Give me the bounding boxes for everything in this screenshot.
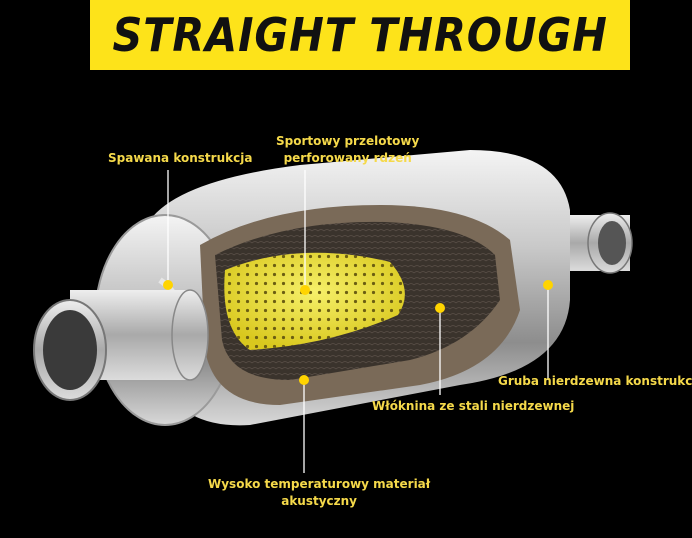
callout-core-line2: perforowany rdzeń xyxy=(283,151,412,165)
perforated-core xyxy=(224,252,405,350)
marker-welded xyxy=(163,280,173,290)
callout-wool: Włóknina ze stali nierdzewnej xyxy=(372,399,575,413)
callout-core: Sportowy przelotowy perforowany rdzeń xyxy=(276,133,419,167)
title-banner: STRAIGHT THROUGH xyxy=(90,0,630,70)
inlet-pipe xyxy=(33,289,209,401)
callout-acoustic: Wysoko temperaturowy materiał akustyczny xyxy=(208,476,430,510)
marker-wool xyxy=(435,303,445,313)
leader-lines xyxy=(167,170,549,473)
callout-core-line1: Sportowy przelotowy xyxy=(276,134,420,148)
banner-title: STRAIGHT THROUGH xyxy=(112,8,608,62)
callout-acoustic-line1: Wysoko temperaturowy materiał xyxy=(208,477,431,491)
marker-shell xyxy=(543,280,553,290)
callout-welded: Spawana konstrukcja xyxy=(108,151,253,165)
marker-acoustic xyxy=(299,375,309,385)
callout-markers xyxy=(163,280,553,385)
outlet-pipe xyxy=(560,212,633,274)
callout-shell: Gruba nierdzewna konstrukcja xyxy=(498,374,692,388)
marker-core xyxy=(300,285,310,295)
callout-acoustic-line2: akustyczny xyxy=(281,494,358,508)
